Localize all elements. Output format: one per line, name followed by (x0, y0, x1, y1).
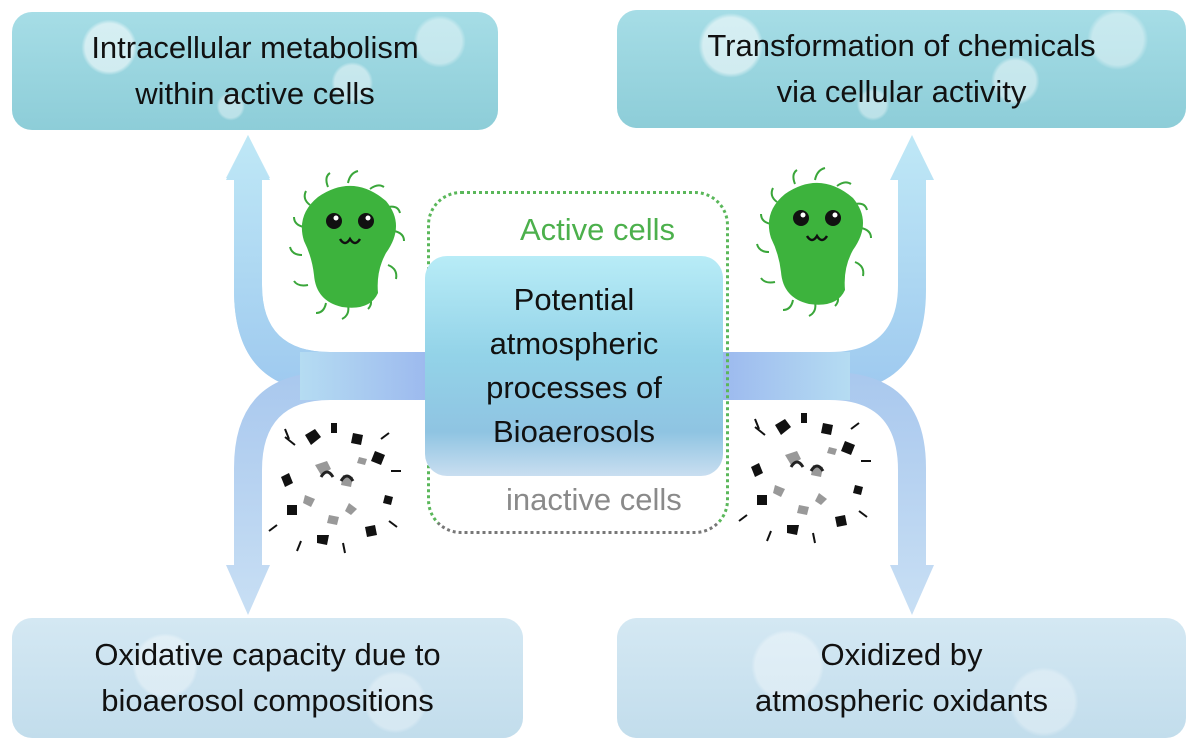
box-intracellular-metabolism: Intracellular metabolism within active c… (12, 12, 498, 130)
connector-right (710, 352, 850, 400)
connector-left (300, 352, 440, 400)
box-oxidative-capacity: Oxidative capacity due to bioaerosol com… (12, 618, 523, 738)
inactive-bacterium-icon (268, 423, 401, 554)
box-label: Oxidized by atmospheric oxidants (755, 637, 1048, 718)
inactive-cells-label: inactive cells (506, 482, 682, 517)
box-label: Intracellular metabolism within active c… (91, 30, 419, 111)
box-oxidized-by-oxidants: Oxidized by atmospheric oxidants (617, 618, 1186, 738)
box-label: Transformation of chemicals via cellular… (707, 28, 1096, 109)
active-bacterium-icon (756, 167, 872, 317)
active-bacterium-icon (289, 170, 405, 320)
active-cells-label: Active cells (520, 212, 676, 247)
box-transformation-chemicals: Transformation of chemicals via cellular… (617, 10, 1186, 128)
inactive-bacterium-icon (738, 413, 871, 544)
center-title: Potential atmospheric processes of Bioae… (425, 256, 723, 476)
box-label: Oxidative capacity due to bioaerosol com… (94, 637, 441, 718)
